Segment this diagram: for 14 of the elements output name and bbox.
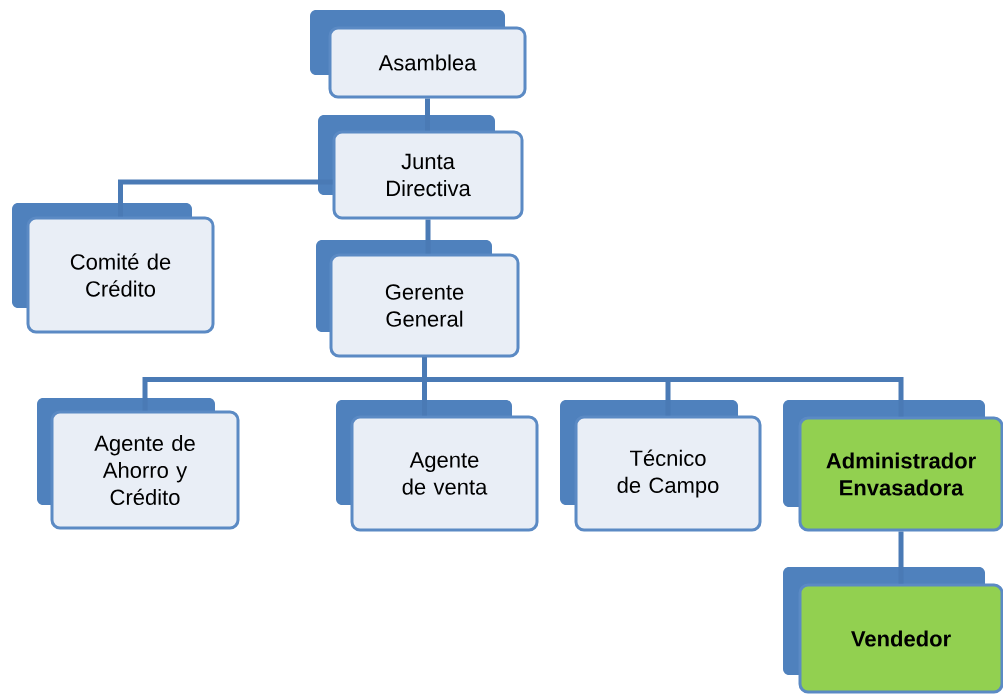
connector-line: [118, 179, 333, 217]
connector-line: [898, 531, 904, 584]
connector-line: [425, 219, 431, 254]
connector-line: [425, 98, 430, 131]
org-box: Agente de Ahorro y Crédito: [37, 398, 240, 530]
org-box: Agente de venta: [336, 400, 539, 532]
org-box: Vendedor: [783, 567, 1003, 694]
org-box: Técnico de Campo: [560, 400, 762, 532]
org-box: Junta Directiva: [318, 115, 524, 220]
connector-line: [422, 357, 904, 417]
org-box: Comité de Crédito: [12, 203, 215, 334]
org-box: Gerente General: [316, 240, 520, 358]
org-box: Asamblea: [310, 10, 527, 99]
org-box: Administrador Envasadora: [783, 400, 1003, 532]
